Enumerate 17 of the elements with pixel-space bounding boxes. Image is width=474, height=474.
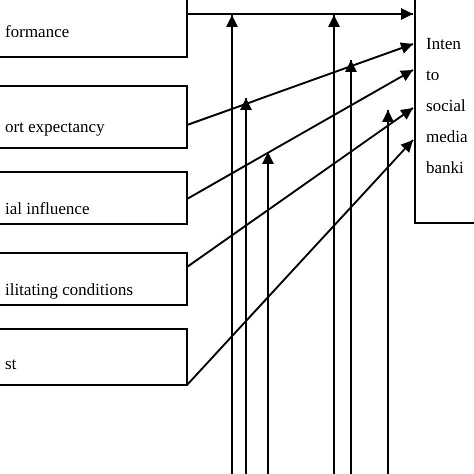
construct-label: ort expectancy — [5, 117, 105, 137]
construct-box — [0, 85, 188, 149]
arrow — [187, 8, 413, 20]
construct-label: ial influence — [5, 199, 90, 219]
arrow — [186, 69, 414, 200]
construct-label: Inten to social media banki — [426, 33, 469, 179]
arrow — [186, 42, 414, 126]
construct-label: ilitating conditions — [5, 280, 133, 300]
construct-label: st — [5, 354, 16, 374]
construct-box — [414, 0, 474, 224]
construct-label: formance — [5, 22, 70, 42]
construct-box — [0, 0, 188, 58]
construct-box — [0, 252, 188, 306]
construct-box — [0, 171, 188, 225]
arrow — [186, 107, 414, 268]
construct-box — [0, 328, 188, 386]
arrow — [186, 139, 414, 386]
